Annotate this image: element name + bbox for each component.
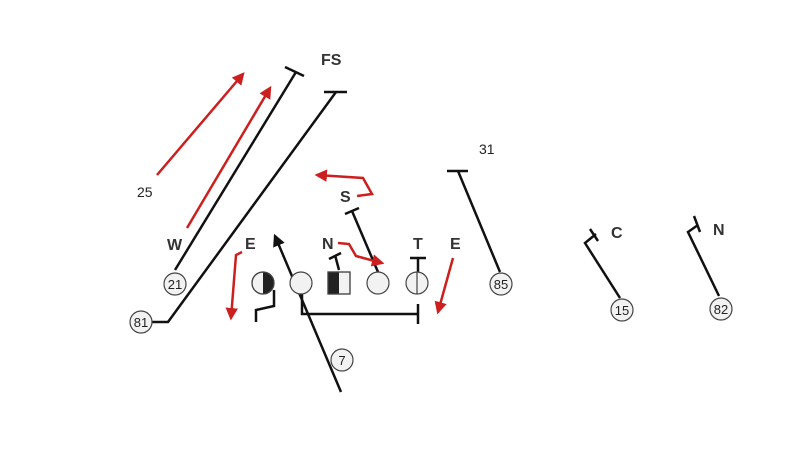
player-81: 81 xyxy=(129,310,153,334)
route-qb xyxy=(273,233,343,393)
move-w xyxy=(185,85,272,229)
route-15-block-cap xyxy=(588,228,600,242)
label-e-left: E xyxy=(245,236,256,253)
block-right-guard-cap xyxy=(344,206,360,216)
player-85: 85 xyxy=(489,272,513,296)
player-right-tackle xyxy=(405,271,429,295)
svg-text:21: 21 xyxy=(168,277,182,292)
svg-text:7: 7 xyxy=(338,353,345,368)
player-center xyxy=(327,271,351,295)
move-s xyxy=(314,169,374,198)
label-t: T xyxy=(413,236,423,253)
block-left-tackle xyxy=(254,290,276,322)
route-15 xyxy=(583,233,622,299)
player-right-guard xyxy=(366,271,390,295)
svg-text:81: 81 xyxy=(134,315,148,330)
route-21-block-cap xyxy=(284,65,305,78)
block-right-guard xyxy=(350,210,380,273)
label-n: N xyxy=(322,236,334,253)
route-85 xyxy=(456,170,502,273)
block-center xyxy=(333,254,341,271)
label-s: S xyxy=(340,189,351,206)
move-e-right xyxy=(434,257,455,315)
svg-text:82: 82 xyxy=(714,302,728,317)
label-n-right: N xyxy=(713,222,725,239)
player-82: 82 xyxy=(709,297,733,321)
svg-text:85: 85 xyxy=(494,277,508,292)
block-center-cap xyxy=(328,251,342,261)
player-left-tackle xyxy=(251,271,275,295)
svg-text:15: 15 xyxy=(615,303,629,318)
label-w: W xyxy=(167,237,183,254)
move-25 xyxy=(156,72,245,176)
player-7: 7 xyxy=(330,348,354,372)
route-82-block-cap xyxy=(692,215,702,233)
move-n xyxy=(337,241,385,267)
route-82 xyxy=(686,223,721,297)
label-c: C xyxy=(611,225,623,242)
block-guard-bracket xyxy=(300,294,418,316)
move-e-left xyxy=(225,250,243,321)
label-31: 31 xyxy=(479,141,495,157)
player-left-guard xyxy=(289,271,313,295)
player-15: 15 xyxy=(610,298,634,322)
label-e-right: E xyxy=(450,236,461,253)
label-fs: FS xyxy=(321,52,342,69)
player-21: 21 xyxy=(163,272,187,296)
route-21 xyxy=(173,71,298,271)
label-25: 25 xyxy=(137,184,153,200)
